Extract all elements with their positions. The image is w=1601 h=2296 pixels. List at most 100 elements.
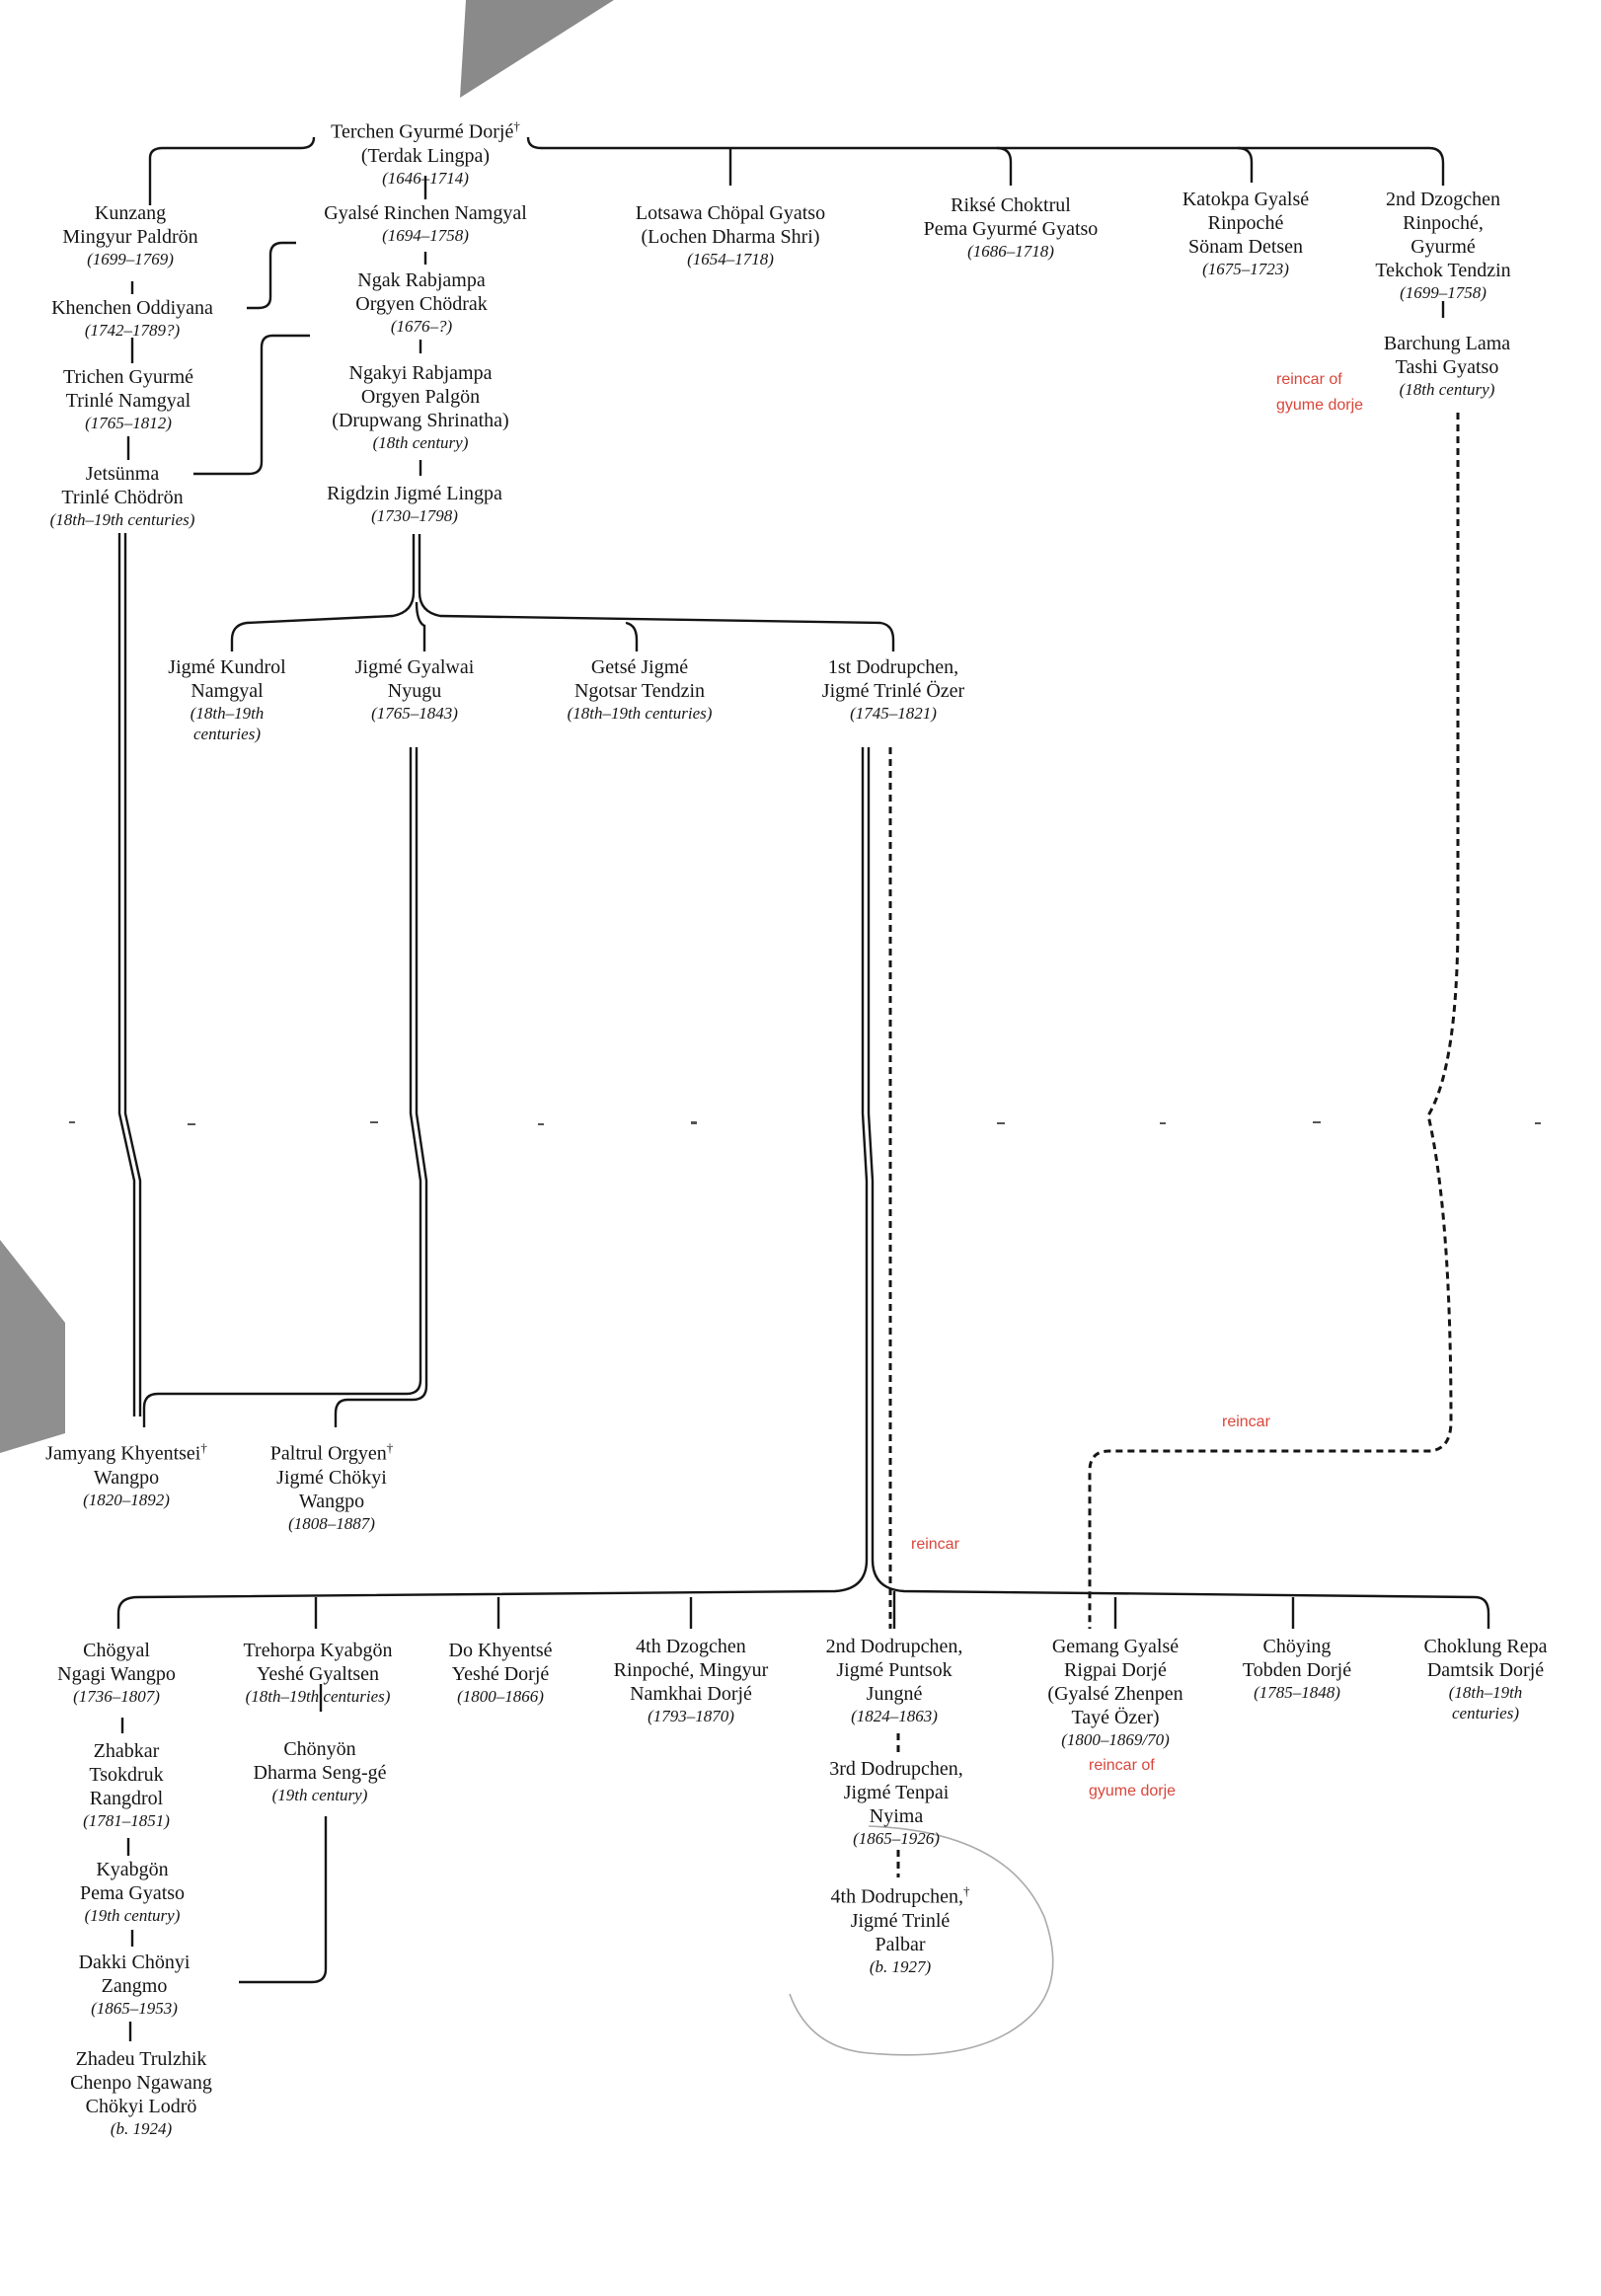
person-dates: (1865–1926) xyxy=(853,1829,940,1848)
person-dates: (1694–1758) xyxy=(382,226,469,245)
person-name-line: Mingyur Paldrön xyxy=(62,226,198,248)
person-dates: (1800–1866) xyxy=(457,1687,544,1706)
person-name-line: Nyima xyxy=(869,1805,924,1827)
tick-katokpa xyxy=(1237,146,1254,183)
solid-connectors xyxy=(116,136,1490,2041)
person-dates: (1736–1807) xyxy=(73,1687,160,1706)
annotation-line: gyume dorje xyxy=(1089,1783,1177,1799)
person-dates: (1676–?) xyxy=(390,317,453,336)
person-dates: (19th century) xyxy=(84,1906,181,1925)
person-name-line: Ngakyi Rabjampa xyxy=(348,362,493,384)
annotation-line: reincar of xyxy=(1089,1757,1155,1774)
person-name-line: Yeshé Dorjé xyxy=(451,1663,550,1685)
person-name-line: Trinlé Namgyal xyxy=(65,390,191,412)
person-dates: (1686–1718) xyxy=(967,242,1054,261)
person-name-line: Ngotsar Tendzin xyxy=(573,680,706,702)
link-jetsunma-jamyang xyxy=(117,533,136,1416)
person-name-line: Trinlé Chödrön xyxy=(61,487,184,508)
person-name-line: Namgyal xyxy=(191,680,264,702)
person-dates: centuries) xyxy=(1452,1704,1519,1722)
person-name-line: Pema Gyatso xyxy=(79,1882,186,1904)
person-name-line: Trehorpa Kyabgön xyxy=(243,1640,393,1661)
person-name-line: 3rd Dodrupchen, xyxy=(829,1758,963,1780)
node-lotsawa: Lotsawa Chöpal Gyatso(Lochen Dharma Shri… xyxy=(636,201,825,269)
person-name-line: 4th Dodrupchen,† xyxy=(830,1883,970,1908)
person-name-line: Jigmé Chökyi xyxy=(276,1466,387,1489)
person-name-line: Wangpo xyxy=(93,1466,160,1489)
person-name-line: Rinpoché, xyxy=(1403,212,1484,234)
person-name-line: Jigmé Tenpai xyxy=(843,1782,950,1803)
person-name-line: 1st Dodrupchen, xyxy=(827,656,959,678)
person-dates: (1742–1789?) xyxy=(84,321,181,340)
person-name-line: Namkhai Dorjé xyxy=(630,1683,752,1705)
person-dates: (1824–1863) xyxy=(851,1707,938,1725)
person-name-line: Yeshé Gyaltsen xyxy=(256,1663,380,1685)
person-dates: (18th century) xyxy=(1399,380,1495,399)
person-dates: (1793–1870) xyxy=(648,1707,734,1725)
person-name-line: Barchung Lama xyxy=(1383,333,1511,354)
person-dates: (18th–19th centuries) xyxy=(49,510,195,529)
person-name-line: Do Khyentsé xyxy=(448,1640,553,1661)
person-name-line: Damtsik Dorjé xyxy=(1426,1659,1545,1681)
person-name-line: Rinpoché, Mingyur xyxy=(613,1659,769,1681)
person-name-line: 2nd Dzogchen xyxy=(1385,189,1501,210)
person-name-line: Getsé Jigmé xyxy=(590,656,689,678)
person-name-line: Jamyang Khyentsei† xyxy=(45,1440,207,1465)
node-jamyang: Jamyang Khyentsei†Wangpo(1820–1892) xyxy=(45,1436,207,1510)
person-name-line: Kunzang xyxy=(94,202,167,224)
person-dates: (1745–1821) xyxy=(850,704,937,723)
node-dodrup1: 1st Dodrupchen,Jigmé Trinlé Özer (1745–18… xyxy=(822,655,964,724)
person-name-line: Paltrul Orgyen† xyxy=(269,1440,394,1465)
person-name-line: Dakki Chönyi xyxy=(78,1952,191,1973)
person-name-line: Gemang Gyalsé xyxy=(1051,1636,1180,1657)
person-name-line: Chökyi Lodrö xyxy=(85,2096,197,2117)
person-name-line: Zhabkar xyxy=(93,1740,160,1762)
person-dates: (19th century) xyxy=(271,1786,368,1804)
person-name-line: Rigdzin Jigmé Lingpa xyxy=(327,483,502,504)
annotation-reincar-gemang-path: reincar xyxy=(1222,1410,1270,1435)
link-terchen-left xyxy=(148,136,316,205)
shadow-left xyxy=(0,1240,65,1453)
person-name-line: (Lochen Dharma Shri) xyxy=(641,226,820,248)
person-name-line: Chögyal xyxy=(83,1640,150,1661)
dagger-mark: † xyxy=(386,1440,394,1455)
dagger-mark: † xyxy=(200,1440,207,1455)
person-name-line: Jetsünma xyxy=(85,463,160,485)
person-name-line: Tekchok Tendzin xyxy=(1375,260,1511,281)
tick-gyalwai xyxy=(415,601,426,651)
person-name-line: (Gyalsé Zhenpen xyxy=(1047,1683,1183,1705)
person-dates: (1730–1798) xyxy=(371,506,458,525)
person-name-line: Jigmé Trinlé Özer xyxy=(821,680,965,702)
node-khenchen: Khenchen Oddiyana(1742–1789?) xyxy=(51,296,213,341)
link-ngak-jetsunma xyxy=(193,334,310,476)
dashed-reincarnation-lines xyxy=(888,413,1460,1877)
person-name-line: Choklung Repa xyxy=(1423,1636,1548,1657)
person-name-line: Chöying xyxy=(1262,1636,1332,1657)
annotation-line: reincar of xyxy=(1276,371,1342,388)
person-dates: (1699–1758) xyxy=(1400,283,1487,302)
person-name-line: Gyurmé xyxy=(1410,236,1476,258)
person-name-line: Jungné xyxy=(866,1683,923,1705)
page-shadow-shapes xyxy=(0,0,614,1453)
link-dodrup1-down-b xyxy=(867,747,1490,1629)
person-name-line: Dharma Seng-gé xyxy=(253,1762,387,1784)
person-name-line: Terchen Gyurmé Dorjé† xyxy=(331,118,520,143)
annotation-line: reincar xyxy=(911,1536,959,1553)
